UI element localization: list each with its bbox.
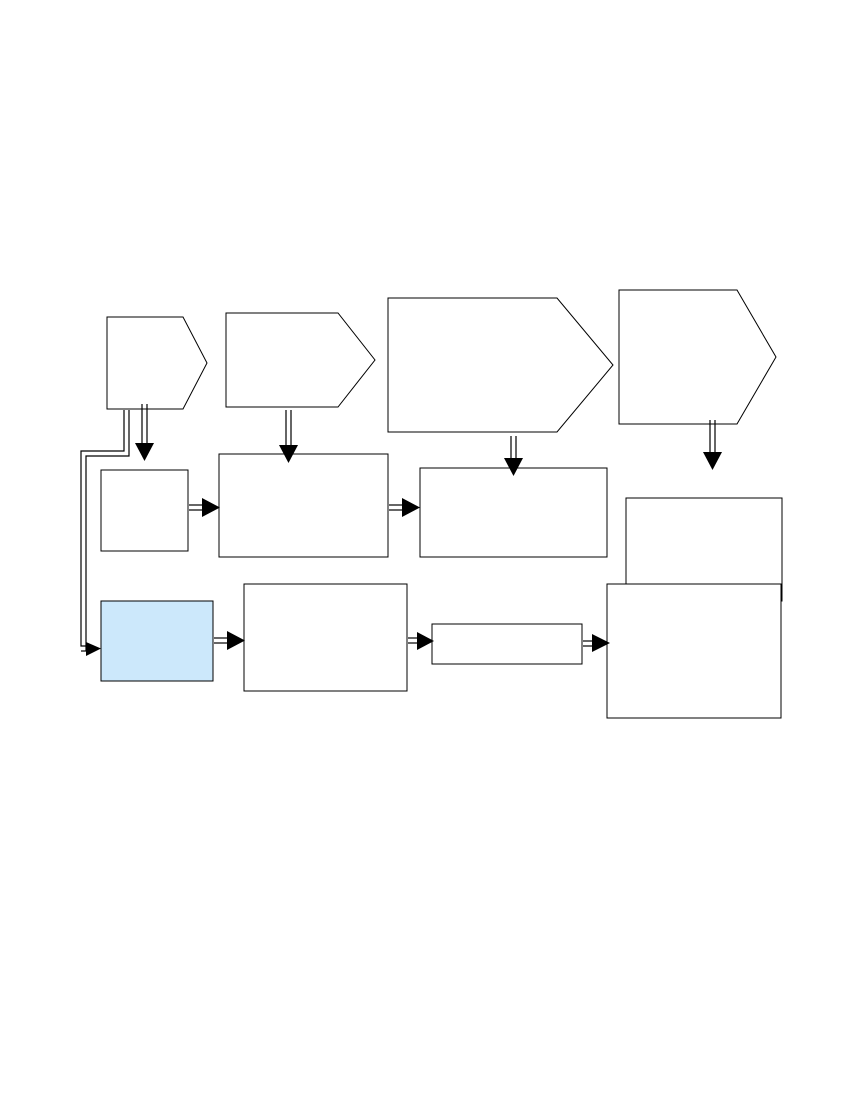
arrow-row3-box2-to-box3 [408,632,434,650]
pentagon-2 [225,312,376,408]
pentagon-4 [618,289,777,425]
box-row3-2 [243,583,408,692]
arrow-row3-box1-to-box2 [214,631,245,650]
arrow-p1-to-box1 [135,404,154,461]
arrow-p3-to-box3 [504,436,523,476]
arrow-box1-to-box2 [189,498,220,517]
box-row3-3 [431,623,583,665]
arrow-p4-to-box4 [703,420,722,470]
pentagon-1 [106,316,208,410]
pentagon-3 [387,297,614,433]
box-row2-1 [100,469,189,552]
arrow-p2-to-box2 [279,410,298,463]
connector-p1-to-box-row3-1 [80,410,130,656]
box-row2-3 [419,467,608,558]
box-row3-1 [100,600,214,682]
box-row2-2 [218,453,389,558]
arrow-box2-to-box3 [389,498,420,517]
box-row3-4 [606,583,782,719]
arrow-row3-box3-to-box4 [583,634,610,652]
